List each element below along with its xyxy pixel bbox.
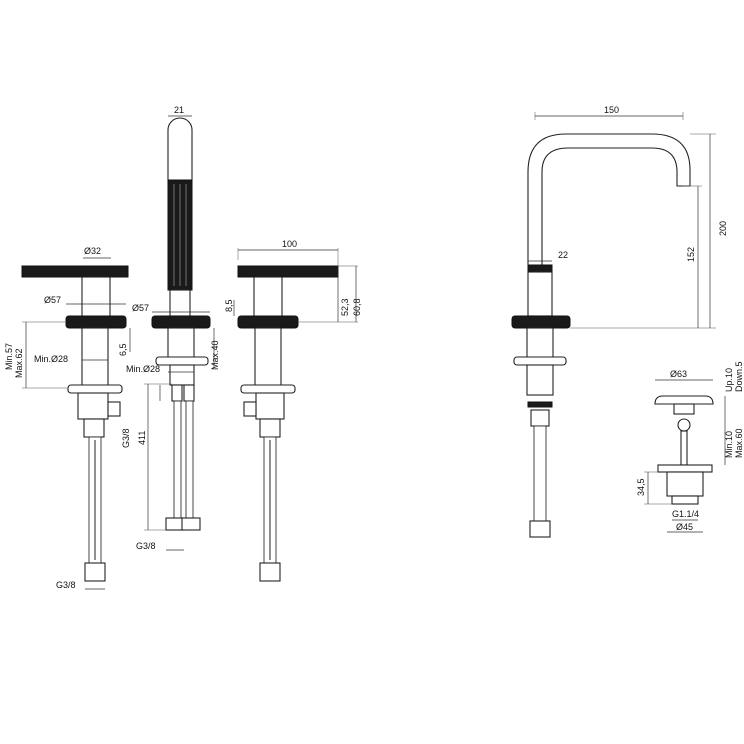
spout-body <box>526 327 554 359</box>
middle-right-hose-nut <box>181 517 201 531</box>
label-g38-side: G3/8 <box>121 428 131 448</box>
spout-label-band <box>527 401 553 408</box>
label-down5: Down.5 <box>734 361 744 392</box>
left-valve-body <box>77 392 109 420</box>
label-d45: Ø45 <box>676 522 693 532</box>
middle-left-hose <box>173 400 182 522</box>
middle-right-hose <box>185 400 194 522</box>
spout-ring <box>527 264 553 273</box>
middle-body <box>167 327 195 359</box>
right-base-rosette <box>237 315 299 329</box>
label-6-5: 6,5 <box>118 343 128 356</box>
drain-body <box>666 471 704 497</box>
spout-supply-hose <box>533 425 547 522</box>
left-side-outlet <box>107 401 121 417</box>
left-hose-nut <box>84 562 106 582</box>
hand-shower-unit: 21 Ø57 Min.Ø28 Max.40 411 G3/8 G3/8 <box>121 105 220 551</box>
drain-flange <box>657 464 713 473</box>
label-h34-5: 34,5 <box>636 478 646 496</box>
label-min28-left: Min.Ø28 <box>34 354 68 364</box>
spout-fixing-nut <box>513 356 567 366</box>
middle-base-rosette <box>151 315 211 329</box>
right-hose-nut <box>259 562 281 582</box>
left-fixing-nut <box>67 384 123 394</box>
right-valve-body <box>255 392 285 420</box>
label-d57-mid: Ø57 <box>132 303 149 313</box>
label-g114: G1.1/4 <box>672 509 699 519</box>
label-w21: 21 <box>174 105 184 115</box>
label-min57: Min.57 <box>4 343 14 370</box>
label-max60: Max.60 <box>734 428 744 458</box>
middle-lower-body <box>169 364 195 386</box>
spout-hose-nut <box>529 520 551 538</box>
middle-left-connector <box>171 384 183 402</box>
drain-outlet <box>671 495 699 505</box>
label-h60-8: 60,8 <box>352 298 362 316</box>
label-g38-bottom-left: G3/8 <box>56 580 76 590</box>
label-h52-3: 52,3 <box>340 298 350 316</box>
spout-column <box>527 271 553 317</box>
right-mixer: 100 52,3 60,8 8,5 <box>224 239 362 582</box>
middle-fixing-nut <box>155 356 209 366</box>
right-lever-stem <box>253 276 283 318</box>
middle-left-hose-nut <box>165 517 185 531</box>
right-lower-connector <box>259 418 281 438</box>
middle-right-connector <box>183 384 195 402</box>
spout-arch <box>527 133 691 266</box>
left-lever-stem <box>81 276 111 318</box>
drain-cap <box>654 395 714 405</box>
label-d57-left: Ø57 <box>44 295 61 305</box>
label-w150: 150 <box>604 105 619 115</box>
left-lever-handle <box>21 265 129 278</box>
spout-valve <box>526 364 554 396</box>
label-max62: Max.62 <box>14 348 24 378</box>
label-d63: Ø63 <box>670 369 687 379</box>
spout-unit: 150 200 152 22 <box>511 105 728 538</box>
drain-mechanism <box>677 418 691 432</box>
drain-stem-top <box>673 403 695 415</box>
label-w100: 100 <box>282 239 297 249</box>
left-mixer: Ø32 Ø57 Min.Ø28 Min.57 Max.62 6,5 G3/8 <box>4 246 131 590</box>
label-d32: Ø32 <box>84 246 101 256</box>
label-min28-mid: Min.Ø28 <box>126 364 160 374</box>
right-body <box>254 327 282 387</box>
label-g38-bottom-mid: G3/8 <box>136 541 156 551</box>
right-side-outlet <box>243 401 257 417</box>
label-h152: 152 <box>686 247 696 262</box>
spout-lower-connector <box>530 409 550 427</box>
label-max40: Max.40 <box>210 340 220 370</box>
label-up10: Up.10 <box>724 368 734 392</box>
label-min10: Min.10 <box>724 431 734 458</box>
label-h8-5: 8,5 <box>224 299 234 312</box>
left-body <box>81 327 109 387</box>
label-w22: 22 <box>558 250 568 260</box>
label-h411: 411 <box>137 431 147 445</box>
pop-up-drain: Ø63 Up.10 Down.5 Min.10 Max.60 34,5 G1.1… <box>636 361 744 533</box>
right-fixing-nut <box>240 384 296 394</box>
left-base-rosette <box>65 315 127 329</box>
drain-shaft <box>680 430 688 466</box>
label-h200: 200 <box>718 221 728 236</box>
spout-base-rosette <box>511 315 571 329</box>
hand-shower-head <box>167 117 193 181</box>
right-lever-handle <box>237 265 339 278</box>
left-lower-connector <box>83 418 105 438</box>
